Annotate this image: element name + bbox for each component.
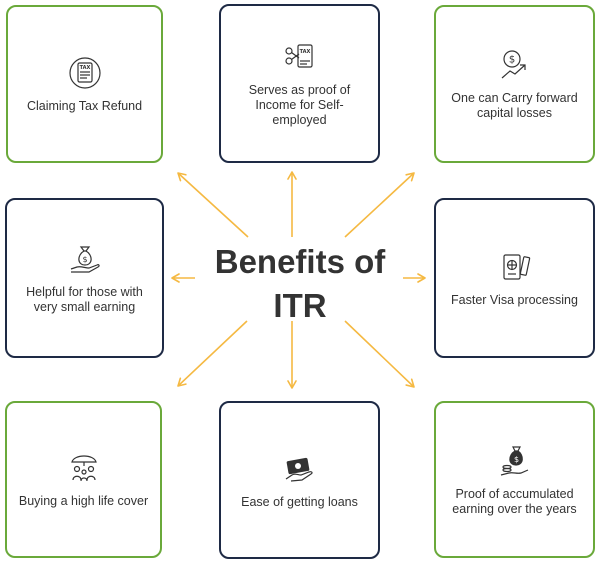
card-accumulated-earning: $ Proof of accumulated earning over the … [434, 401, 595, 558]
svg-text:$: $ [508, 55, 514, 66]
card-label: Buying a high life cover [18, 494, 149, 508]
arrow-up-right [344, 172, 415, 238]
arrow-down-right [344, 320, 415, 388]
cash-hand-icon [285, 457, 313, 482]
card-small-earning: $ Helpful for those with very small earn… [5, 198, 164, 358]
card-life-cover: Buying a high life cover [5, 401, 162, 558]
icon-tax-text: TAX [299, 49, 310, 55]
card-label: Proof of accumulated earning over the ye… [452, 486, 577, 516]
passport-icon [502, 253, 530, 280]
card-easy-loans: Ease of getting loans [219, 401, 380, 559]
icon-tax-text: TAX [79, 65, 90, 71]
family-umbrella-icon [70, 455, 97, 482]
svg-text:$: $ [513, 455, 518, 464]
card-proof-self-employed: TAX Serves as proof of Income for Self-e… [219, 4, 380, 163]
arrow-up-left [177, 172, 249, 238]
card-faster-visa: Faster Visa processing [434, 198, 595, 358]
money-bag-coins-icon: $ [500, 445, 528, 476]
tax-scissors-icon: TAX [284, 44, 313, 68]
card-label: Ease of getting loans [241, 494, 358, 509]
card-label: Serves as proof of Income for Self-emplo… [248, 83, 351, 127]
diagram-title: Benefits of ITR [190, 240, 410, 328]
tax-document-icon: TAX [68, 56, 101, 89]
arrow-down-left [177, 320, 248, 387]
dollar-growth-icon: $ [501, 50, 526, 79]
card-carry-forward-losses: $ One can Carry forward capital losses [434, 5, 595, 163]
card-label: One can Carry forward capital losses [451, 91, 578, 120]
card-label: Helpful for those with very small earnin… [26, 285, 143, 314]
card-label: Faster Visa processing [451, 292, 578, 307]
title-line-1: Benefits of [214, 243, 386, 280]
svg-text:$: $ [82, 255, 87, 264]
money-bag-hand-icon: $ [70, 246, 100, 273]
card-label: Claiming Tax Refund [26, 98, 143, 113]
card-claiming-tax-refund: TAX Claiming Tax Refund [6, 5, 163, 163]
title-line-2: ITR [273, 287, 327, 324]
